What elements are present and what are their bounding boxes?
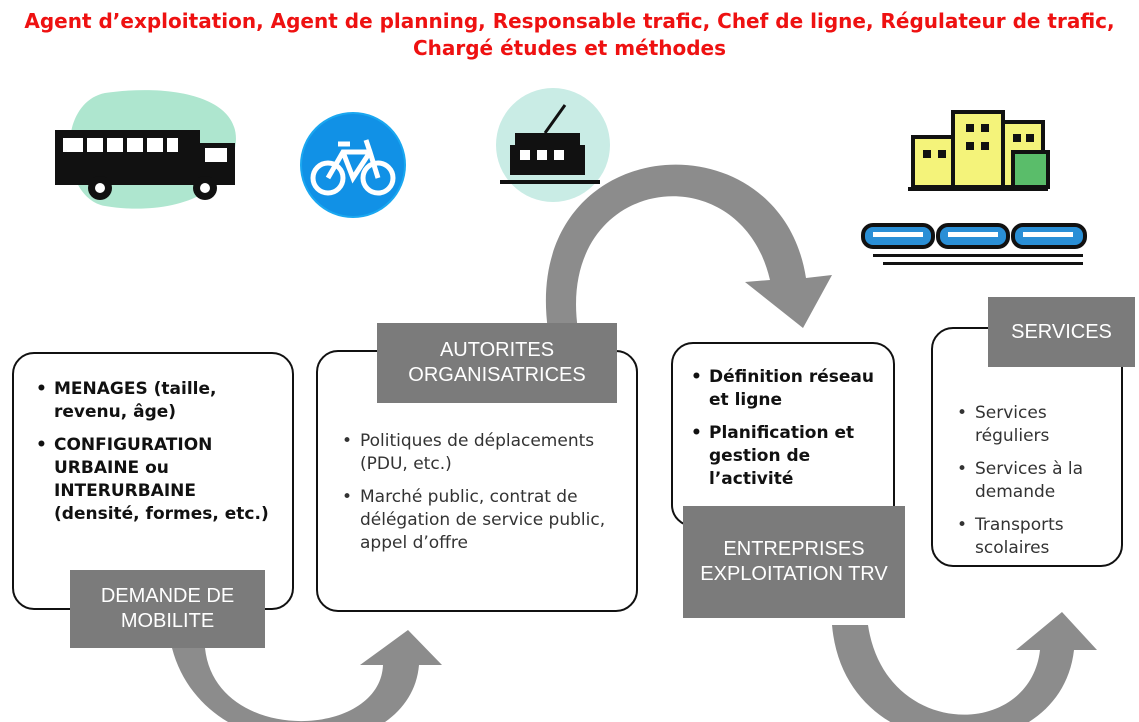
entreprises-box: Définition réseau et ligne Planification…	[671, 342, 895, 527]
bullet-scolaires: Transports scolaires	[953, 514, 1113, 560]
arrow-demande-to-autorites	[172, 630, 442, 722]
bullet-definition: Définition réseau et ligne	[687, 366, 883, 412]
bicycle-sign-icon	[298, 110, 408, 224]
bullet-marche: Marché public, contrat de délégation de …	[338, 486, 624, 555]
demande-label: DEMANDE DE MOBILITE	[70, 570, 265, 648]
bullet-reguliers: Services réguliers	[953, 402, 1113, 448]
bullet-demande: Services à la demande	[953, 458, 1113, 504]
arrow-autorites-to-entreprises	[545, 164, 832, 330]
page-title: Agent d’exploitation, Agent de planning,…	[24, 9, 1115, 60]
entreprises-label: ENTREPRISES EXPLOITATION TRV	[683, 506, 905, 618]
tram-icon	[495, 85, 615, 209]
city-train-icon	[858, 92, 1093, 276]
bullet-menages: MENAGES (taille, revenu, âge)	[32, 378, 278, 424]
services-label: SERVICES	[988, 297, 1135, 367]
autorites-label: AUTORITES ORGANISATRICES	[377, 323, 617, 403]
demande-box: MENAGES (taille, revenu, âge) CONFIGURAT…	[12, 352, 294, 610]
bullet-configuration: CONFIGURATION URBAINE ou INTERURBAINE (d…	[32, 434, 278, 526]
services-box: Services réguliers Services à la demande…	[931, 327, 1123, 567]
bus-icon	[45, 88, 245, 222]
arrow-entreprises-to-services	[832, 612, 1097, 722]
bullet-politiques: Politiques de déplacements (PDU, etc.)	[338, 430, 624, 476]
bullet-planification: Planification et gestion de l’activité	[687, 422, 883, 491]
